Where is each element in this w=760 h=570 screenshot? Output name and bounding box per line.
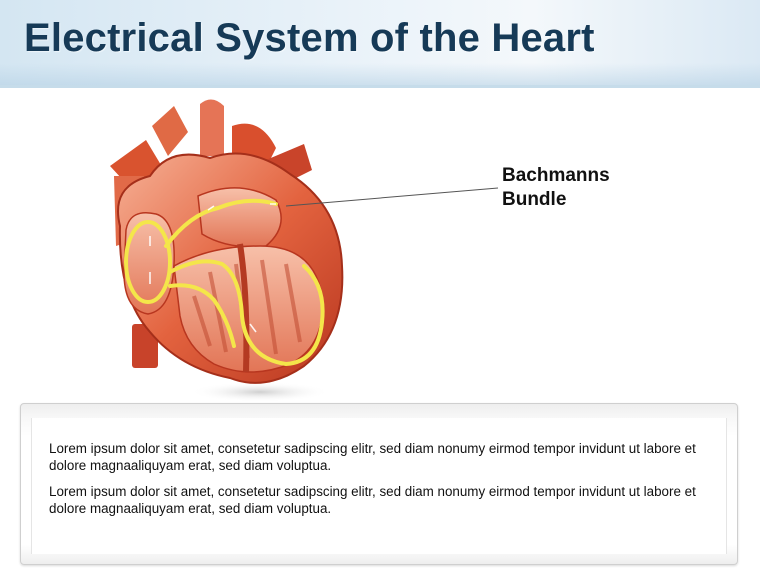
body-paragraph: Lorem ipsum dolor sit amet, consetetur s… bbox=[49, 484, 696, 516]
callout-label: Bachmanns Bundle bbox=[502, 164, 610, 212]
callout-label-line2: Bundle bbox=[502, 189, 567, 210]
title-bar: Electrical System of the Heart bbox=[0, 0, 760, 88]
heart-anatomy-icon bbox=[110, 99, 344, 402]
body-paragraph: Lorem ipsum dolor sit amet, consetetur s… bbox=[49, 441, 696, 473]
slide-title: Electrical System of the Heart bbox=[24, 16, 595, 60]
text-panel: Lorem ipsum dolor sit amet, consetetur s… bbox=[20, 403, 738, 565]
text-panel-inner: Lorem ipsum dolor sit amet, consetetur s… bbox=[31, 418, 727, 554]
callout-label-line1: Bachmanns bbox=[502, 165, 610, 186]
